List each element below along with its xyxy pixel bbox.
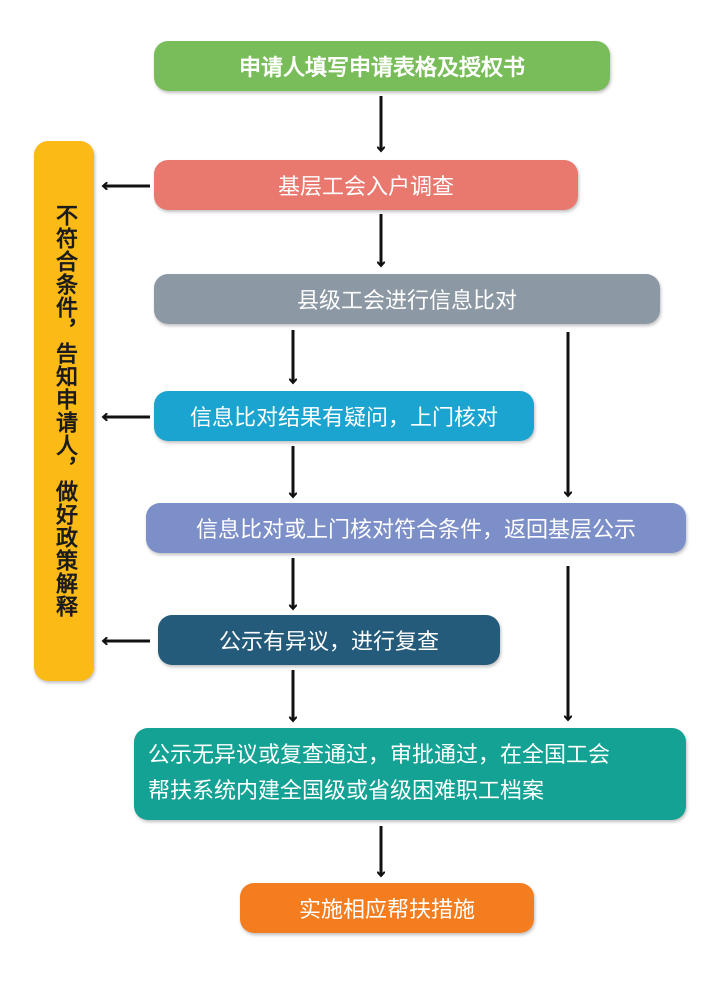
step-approval-archive: 公示无异议或复查通过，审批通过，在全国工会 帮扶系统内建全国级或省级困难职工档案 <box>134 728 686 820</box>
step-review-objection: 公示有异议，进行复查 <box>158 615 500 665</box>
step-return-publicize: 信息比对或上门核对符合条件，返回基层公示 <box>146 503 686 553</box>
step-household-survey: 基层工会入户调查 <box>154 160 578 210</box>
step-onsite-verification: 信息比对结果有疑问，上门核对 <box>154 391 534 441</box>
step-submit-application: 申请人填写申请表格及授权书 <box>154 41 610 91</box>
step-implement-assistance: 实施相应帮扶措施 <box>240 883 534 933</box>
step-info-comparison: 县级工会进行信息比对 <box>154 274 660 324</box>
approval-line-1: 公示无异议或复查通过，审批通过，在全国工会 <box>148 743 611 768</box>
approval-line-2: 帮扶系统内建全国级或省级困难职工档案 <box>148 779 545 804</box>
rejection-note-box: 不符合条件，告知申请人，做好政策解释 <box>34 141 94 681</box>
rejection-note-text: 不符合条件，告知申请人，做好政策解释 <box>52 204 77 618</box>
